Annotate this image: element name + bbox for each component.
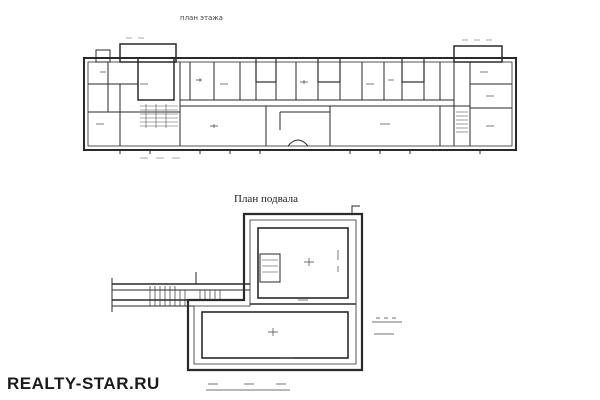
lower-room — [201, 311, 349, 359]
right-wing-projection — [453, 45, 503, 63]
bay-1 — [255, 57, 277, 83]
left-stair-hatch — [140, 104, 178, 128]
main-entrance — [287, 139, 309, 147]
small-room — [259, 253, 281, 283]
dimension-marks-top — [126, 37, 492, 41]
upper-row-partitions — [189, 62, 455, 146]
right-block-partitions — [454, 62, 512, 146]
basement-door-top — [351, 205, 360, 214]
bay-2 — [317, 57, 341, 83]
basement-dimension-marks — [206, 383, 290, 391]
room-label-marks — [96, 71, 494, 128]
basement-stair-hatch — [149, 286, 221, 306]
bottom-window-ticks — [119, 150, 481, 154]
upper-plan-caption: план этажа — [180, 14, 223, 22]
upper-outer-wall — [83, 57, 517, 151]
left-wing-projection — [119, 43, 177, 63]
right-annotation-marks — [372, 317, 402, 335]
upper-floor-plan — [83, 37, 517, 159]
site-watermark: REALTY-STAR.RU — [7, 374, 160, 393]
bay-3 — [401, 57, 425, 83]
basement-plan-title: План подвала — [234, 193, 299, 205]
basement-plan — [111, 205, 402, 391]
small-bay-left — [95, 49, 111, 63]
upper-room — [257, 227, 349, 299]
upper-inner-wall — [87, 61, 513, 147]
basement-inner-wall — [193, 219, 357, 365]
basement-outer-wall — [186, 212, 364, 372]
basement-label-marks — [268, 250, 339, 359]
stair-block-top — [137, 57, 175, 101]
right-stair-hatch — [456, 111, 468, 133]
lower-row-partitions — [265, 106, 441, 146]
left-block-partitions — [88, 62, 181, 146]
small-room-hatch — [262, 259, 278, 273]
